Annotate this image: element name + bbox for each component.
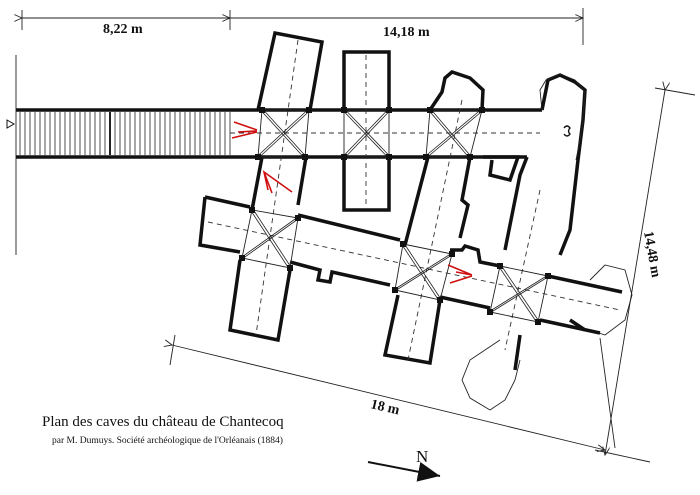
gallery-1-north	[250, 30, 325, 211]
vault-cross	[255, 107, 312, 160]
plan-title: Plan des caves du château de Chantecoq	[42, 414, 284, 430]
vault-cross	[487, 263, 551, 325]
width-label: 14,48 m	[640, 230, 663, 279]
vault-crossings	[239, 107, 551, 325]
north-arrow-icon	[367, 461, 441, 482]
main-corridor	[16, 108, 542, 159]
north-label: N	[416, 447, 428, 466]
vault-cross	[239, 207, 301, 271]
plan-subtitle: par M. Dumuys. Société archéologique de …	[52, 436, 283, 446]
diagonal-length-label: 18 m	[369, 397, 401, 418]
gallery-1-south	[228, 259, 292, 343]
entrance-marker-icon	[6, 119, 16, 129]
vault-cross	[341, 107, 392, 160]
top-dimension-lines	[16, 8, 583, 255]
gallery-4-wall	[503, 156, 529, 251]
staircase	[19, 112, 231, 155]
vault-cross	[423, 107, 485, 160]
red-arrow-markers	[231, 121, 473, 284]
level-mark-icon	[563, 125, 571, 137]
stair-length-label: 8,22 m	[103, 22, 143, 37]
diagonal-dimension-lines	[170, 88, 696, 463]
niche	[483, 155, 521, 183]
lower-corridor	[198, 195, 623, 335]
corridor-length-label: 14,18 m	[383, 25, 430, 40]
vault-cross	[392, 241, 455, 303]
gallery-4-north	[540, 73, 587, 256]
gallery-3	[382, 70, 485, 366]
gallery-2	[342, 50, 391, 212]
